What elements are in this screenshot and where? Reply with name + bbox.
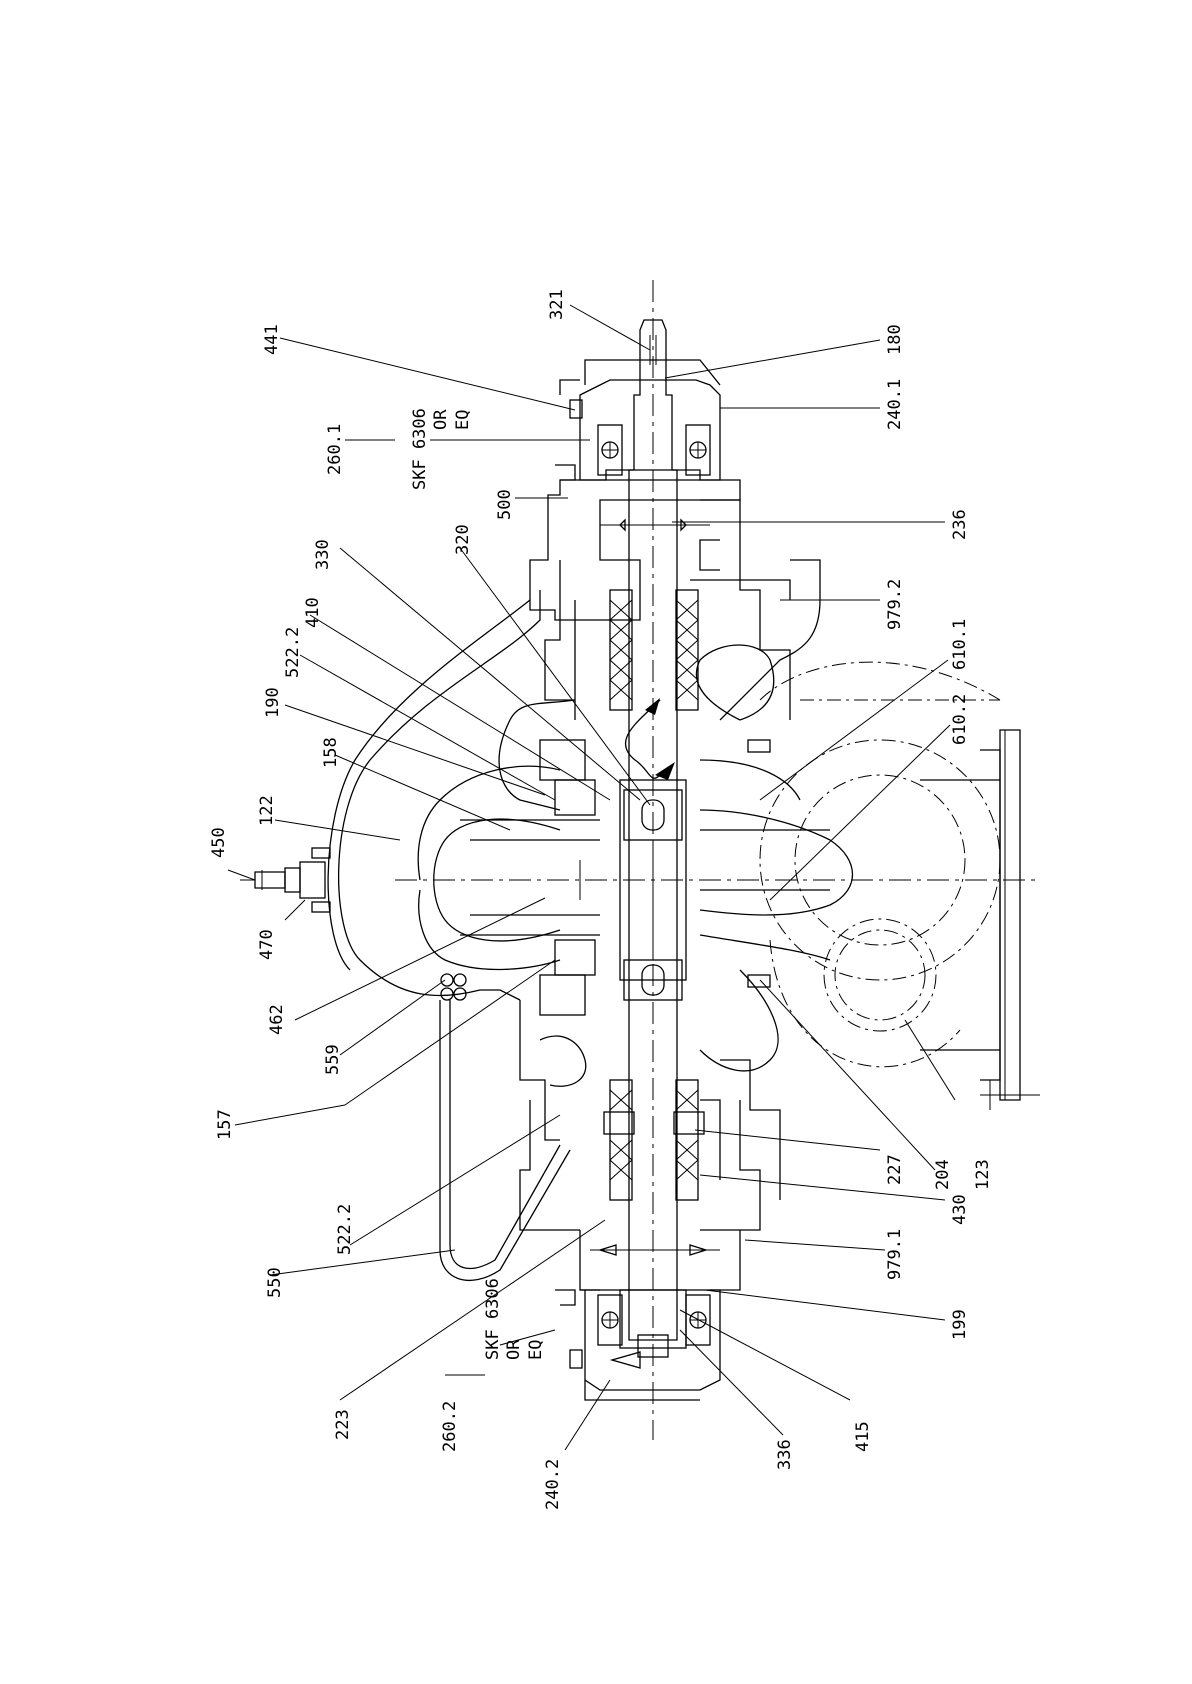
label-979-1: 979.1 [885, 1229, 905, 1280]
label-122: 122 [257, 795, 277, 826]
label-190: 190 [263, 687, 283, 718]
leader-lines [228, 305, 955, 1450]
label-180: 180 [885, 324, 905, 355]
upper-bracket [530, 480, 790, 720]
label-441: 441 [262, 324, 282, 355]
label-430: 430 [950, 1194, 970, 1225]
label-skf2-c: EQ [526, 1340, 546, 1360]
label-skf2-a: SKF 6306 [483, 1278, 503, 1360]
label-610-1: 610.1 [950, 619, 970, 670]
center-lines [395, 280, 1040, 1440]
label-330: 330 [313, 539, 333, 570]
label-260-2: 260.2 [440, 1401, 460, 1452]
packing-upper-right [676, 600, 698, 700]
label-skf1-c: EQ [453, 410, 473, 430]
drain-plug-assembly [240, 848, 330, 912]
label-415: 415 [853, 1421, 873, 1452]
label-240-2: 240.2 [543, 1459, 563, 1510]
label-260-1: 260.1 [325, 424, 345, 475]
label-500: 500 [495, 489, 515, 520]
part-labels: 321 441 180 240.1 260.1 SKF 6306 OR EQ 5… [209, 289, 993, 1510]
label-559: 559 [323, 1044, 343, 1075]
label-979-2: 979.2 [885, 579, 905, 630]
label-320: 320 [453, 524, 473, 555]
label-skf2-b: OR [504, 1339, 524, 1360]
label-470: 470 [257, 929, 277, 960]
label-157: 157 [215, 1109, 235, 1140]
label-550: 550 [265, 1267, 285, 1298]
packing-lower-right [676, 1090, 698, 1180]
label-321: 321 [547, 289, 567, 320]
bearing-housing-top [555, 360, 720, 480]
label-610-2: 610.2 [950, 694, 970, 745]
label-123: 123 [973, 1159, 993, 1190]
label-522-2-bottom: 522.2 [335, 1204, 355, 1255]
label-158: 158 [321, 737, 341, 768]
label-240-1: 240.1 [885, 379, 905, 430]
label-522-2-top: 522.2 [283, 627, 303, 678]
label-223: 223 [333, 1409, 353, 1440]
label-462: 462 [267, 1004, 287, 1035]
label-410: 410 [303, 597, 323, 628]
label-450: 450 [209, 827, 229, 858]
label-227: 227 [885, 1154, 905, 1185]
label-204: 204 [933, 1159, 953, 1190]
label-skf1-a: SKF 6306 [410, 408, 430, 490]
lower-bracket [520, 1000, 760, 1290]
label-199: 199 [950, 1309, 970, 1340]
label-336: 336 [775, 1439, 795, 1470]
volute-casing [328, 590, 600, 1015]
flush-tube [440, 974, 570, 1280]
discharge-flange [920, 730, 1040, 1110]
label-skf1-b: OR [431, 409, 451, 430]
label-236: 236 [950, 509, 970, 540]
